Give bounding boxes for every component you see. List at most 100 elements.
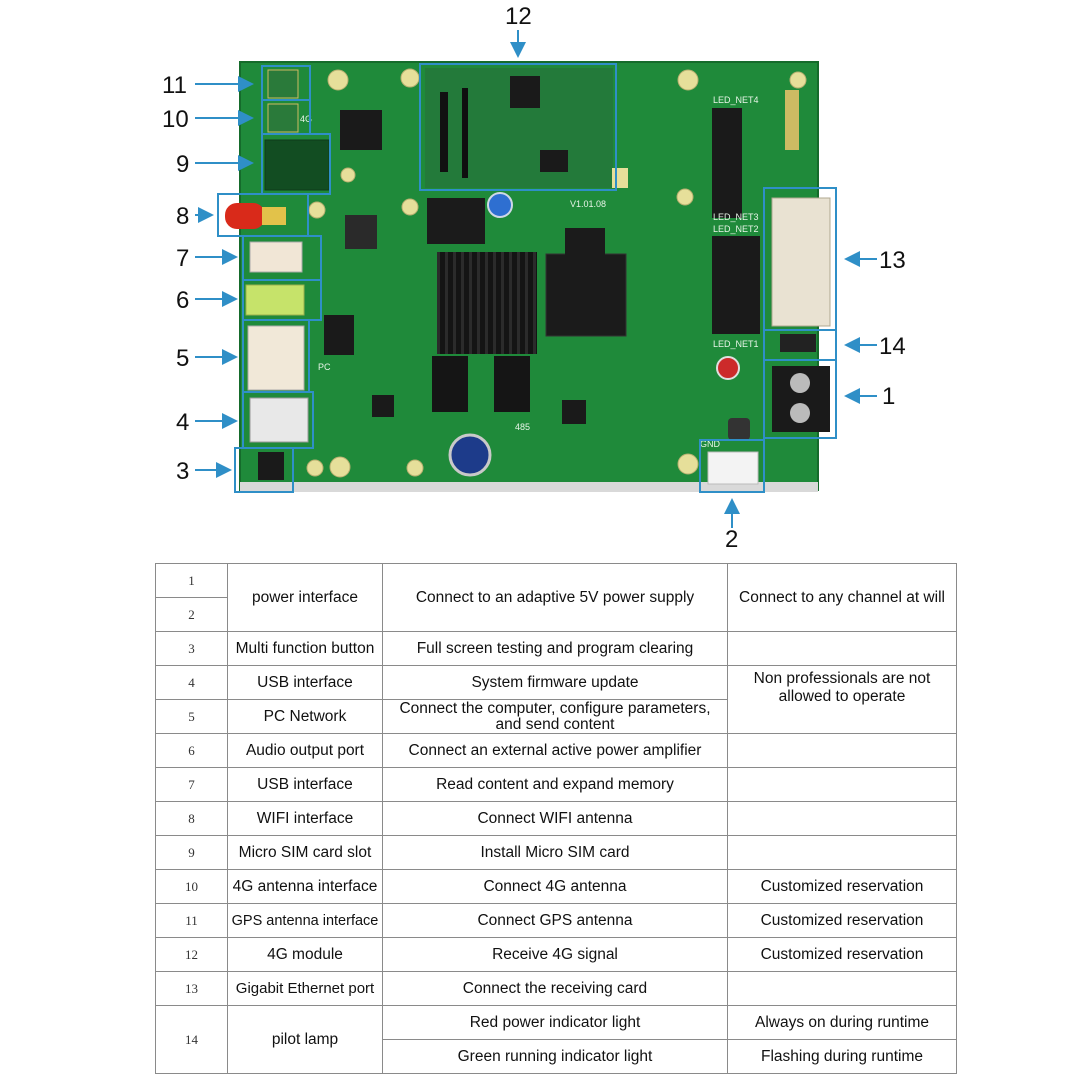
heatsink [437, 252, 537, 354]
terminal-screw-1 [790, 373, 810, 393]
table-row: 3 Multi function button Full screen test… [155, 631, 957, 666]
usb-port-firmware [249, 397, 309, 443]
module-chip-2 [540, 150, 568, 172]
table-row: 13 Gigabit Ethernet port Connect the rec… [155, 971, 957, 1006]
board-diagram: V1.01.08 LED_NET4 LED_NET3 LED_NET2 LED_… [162, 3, 906, 553]
callout-10: 10 [162, 106, 189, 133]
table-row: 4 USB interface System firmware update N… [155, 665, 957, 734]
note-cell: Customized reservation [727, 937, 957, 972]
pin-header [785, 90, 799, 150]
mounting-holes [306, 68, 807, 478]
table-row: Green running indicator light Flashing d… [156, 1039, 957, 1074]
note-cell: Non professionals are not allowed to ope… [727, 665, 957, 734]
silk-485: 485 [515, 422, 530, 432]
callout-5: 5 [176, 345, 189, 372]
row-number: 5 [155, 699, 228, 734]
function-cell: Connect to an adaptive 5V power supply [382, 563, 728, 632]
power-connector-white [707, 451, 759, 485]
inductor [728, 418, 750, 440]
table-row: 6 Audio output port Connect an external … [155, 733, 957, 768]
box-2 [699, 439, 765, 493]
callout-4: 4 [176, 409, 189, 436]
ethernet-port-pc [247, 325, 305, 391]
table-row: 14 pilot lamp Red power indicator light … [155, 1005, 957, 1074]
interface-table: 1 power interface Connect to an adaptive… [155, 563, 957, 1074]
note-cell [727, 767, 957, 802]
row-number: 3 [155, 631, 228, 666]
silk-led-net2: LED_NET2 [713, 224, 759, 234]
note-cell: Connect to any channel at will [727, 563, 957, 632]
callout-7: 7 [176, 245, 189, 272]
small-chip-2 [372, 395, 394, 417]
table-row: 1 power interface Connect to an adaptive… [155, 563, 957, 632]
row-number: 6 [155, 733, 228, 768]
function-cell: Connect WIFI antenna [382, 801, 728, 836]
row-number: 9 [155, 835, 228, 870]
silk-led-net4: LED_NET4 [713, 95, 759, 105]
capacitor-large [448, 433, 492, 477]
function-cell: Connect the receiving card [382, 971, 728, 1006]
interface-cell: PC Network [227, 699, 383, 734]
small-chip-3 [340, 110, 382, 150]
note-cell [727, 835, 957, 870]
usb-port-read [249, 241, 303, 273]
row-number: 2 [155, 597, 228, 632]
note-cell: Flashing during runtime [727, 1039, 957, 1074]
interface-cell: Gigabit Ethernet port [227, 971, 383, 1006]
audio-jack [245, 284, 305, 316]
capacitor-blue [487, 192, 513, 218]
interface-cell: USB interface [227, 767, 383, 802]
interface-cell: Micro SIM card slot [227, 835, 383, 870]
function-cell: Connect the computer, configure paramete… [382, 699, 728, 734]
ethernet-phy-chip [712, 236, 760, 334]
table-row: 7 USB interface Read content and expand … [155, 767, 957, 802]
note-cell: Customized reservation [727, 869, 957, 904]
callout-6: 6 [176, 287, 189, 314]
table-row: 8 WIFI interface Connect WIFI antenna [155, 801, 957, 836]
callout-9: 9 [176, 151, 189, 178]
row-number: 10 [155, 869, 228, 904]
callout-8: 8 [176, 203, 189, 230]
callout-arrows [195, 30, 877, 528]
box-12 [419, 63, 617, 191]
table-row: 12 4G module Receive 4G signal Customize… [155, 937, 957, 972]
function-cell: Full screen testing and program clearing [382, 631, 728, 666]
processor-chip [545, 253, 627, 337]
note-cell [727, 801, 957, 836]
interface-cell: USB interface [227, 665, 383, 700]
led-driver-chip [712, 108, 742, 218]
note-cell [727, 733, 957, 768]
small-chip-4 [324, 315, 354, 355]
module-connector [440, 92, 448, 172]
callout-boxes [217, 63, 837, 493]
note-cell [727, 971, 957, 1006]
callout-12: 12 [505, 3, 532, 30]
silk-led-net3: LED_NET3 [713, 212, 759, 222]
callout-3: 3 [176, 458, 189, 485]
function-cell: Connect GPS antenna [382, 903, 728, 938]
table-row: 2 [155, 597, 957, 632]
silk-pc: PC [318, 362, 331, 372]
function-button [258, 452, 284, 480]
callout-13: 13 [879, 247, 906, 274]
gigabit-ethernet-port [771, 197, 831, 327]
memory-chip [427, 198, 485, 244]
version-label: V1.01.08 [570, 199, 606, 209]
row-number: 12 [155, 937, 228, 972]
silk-gnd: GND [700, 439, 721, 449]
row-number: 1 [155, 563, 228, 598]
function-cell: Read content and expand memory [382, 767, 728, 802]
table-row: 9 Micro SIM card slot Install Micro SIM … [155, 835, 957, 870]
note-cell: Customized reservation [727, 903, 957, 938]
interface-cell: Multi function button [227, 631, 383, 666]
table-row: 10 4G antenna interface Connect 4G anten… [155, 869, 957, 904]
ram-chip-1 [432, 356, 468, 412]
note-cell [727, 631, 957, 666]
function-cell: System firmware update [382, 665, 728, 700]
gps-antenna-jack [267, 69, 299, 99]
capacitor-red [716, 356, 740, 380]
interface-cell: pilot lamp [227, 1005, 383, 1074]
wifi-antenna-body [225, 203, 265, 229]
wifi-antenna-connector [262, 207, 286, 225]
indicator-led-header [780, 334, 816, 352]
